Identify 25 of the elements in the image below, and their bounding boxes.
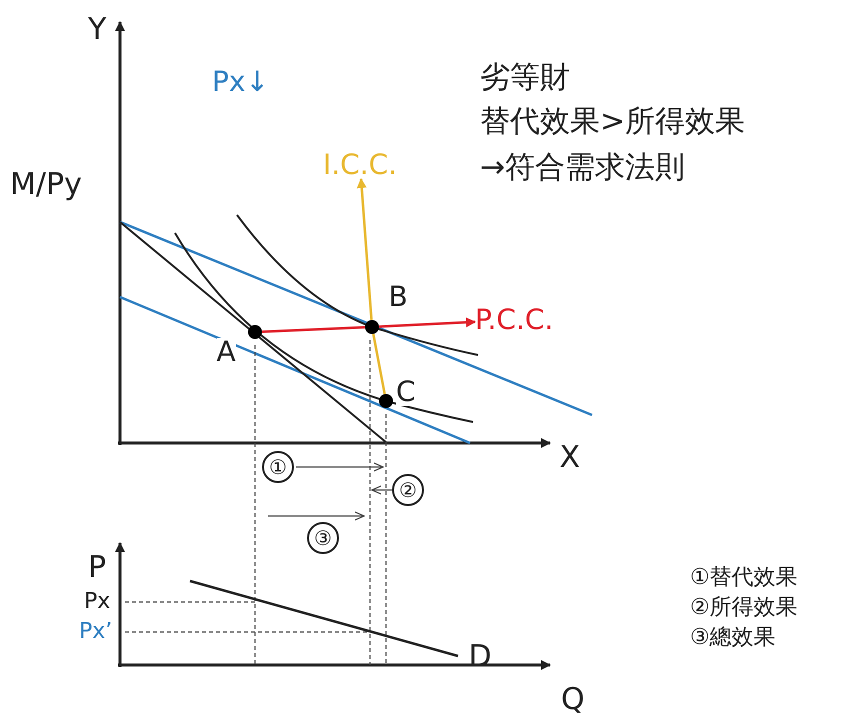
key-text: ①替代效果 bbox=[690, 567, 798, 589]
axis-label: Y bbox=[88, 15, 106, 45]
point-dot bbox=[365, 320, 379, 334]
key-text: ③總效果 bbox=[690, 627, 776, 649]
note-text: 替代效果>所得效果 bbox=[480, 107, 746, 137]
key-text: ②所得效果 bbox=[690, 597, 798, 619]
point-dot bbox=[379, 394, 393, 408]
curve-label: I.C.C. bbox=[323, 151, 398, 179]
note-text: 劣等財 bbox=[480, 63, 570, 93]
price-change-label: Px↓ bbox=[212, 68, 269, 96]
axis-label: P bbox=[88, 553, 106, 583]
curve-label: P.C.C. bbox=[475, 306, 554, 334]
axis-label: X bbox=[560, 443, 580, 473]
price-label: Px’ bbox=[79, 621, 112, 643]
arrow bbox=[378, 317, 476, 328]
point-dot bbox=[248, 325, 262, 339]
axis-label: Q bbox=[561, 685, 585, 715]
effect-number: ② bbox=[399, 480, 417, 500]
axis-value-label: M/Py bbox=[10, 170, 82, 200]
point-label: C bbox=[396, 378, 416, 406]
effect-number: ③ bbox=[314, 528, 332, 548]
price-label: Px bbox=[84, 591, 110, 613]
note-text: →符合需求法則 bbox=[480, 153, 686, 183]
effect-number: ① bbox=[269, 457, 287, 477]
arrow bbox=[356, 178, 373, 320]
